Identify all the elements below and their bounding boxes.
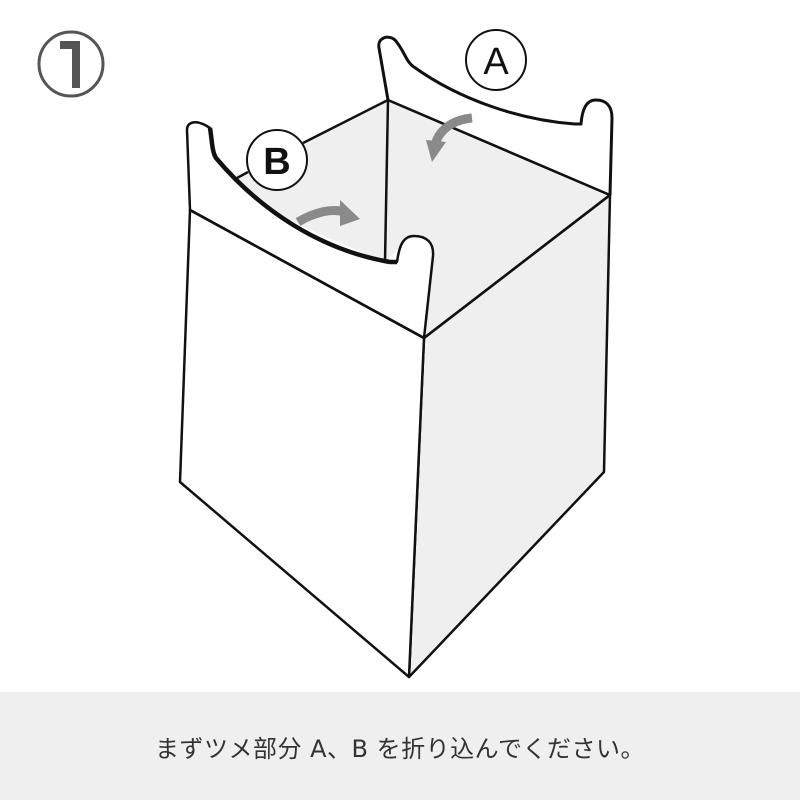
label-b: B <box>263 141 290 183</box>
label-a-badge: A <box>465 29 527 91</box>
flap-a <box>377 35 614 196</box>
folding-diagram: A B <box>37 29 614 679</box>
instruction-caption: まずツメ部分 A、B を折り込んでください。 <box>155 734 645 763</box>
curved-arrow-down-left-icon <box>426 113 473 162</box>
label-b-badge: B <box>246 129 308 191</box>
curved-arrow-right-icon <box>295 200 360 226</box>
label-a: A <box>483 41 509 83</box>
caption-bar: まずツメ部分 A、B を折り込んでください。 <box>0 692 800 800</box>
step-number-badge <box>37 30 105 98</box>
